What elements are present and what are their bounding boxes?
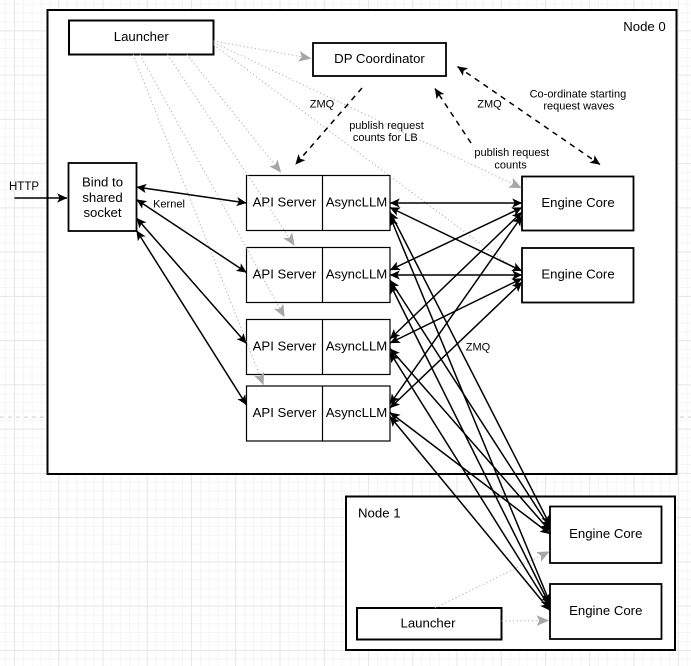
svg-text:HTTP: HTTP [9, 181, 39, 193]
svg-text:AsyncLLM: AsyncLLM [326, 405, 388, 420]
svg-text:AsyncLLM: AsyncLLM [326, 194, 388, 209]
svg-text:Engine Core: Engine Core [569, 526, 642, 541]
svg-text:API Server: API Server [253, 338, 317, 353]
svg-text:Engine Core: Engine Core [541, 266, 614, 281]
svg-text:shared: shared [82, 190, 122, 205]
svg-text:ZMQ: ZMQ [310, 98, 335, 110]
svg-text:ZMQ: ZMQ [477, 98, 502, 110]
svg-text:Co-ordinate starting: Co-ordinate starting [530, 88, 627, 100]
svg-text:counts for LB: counts for LB [353, 132, 418, 144]
svg-text:Bind to: Bind to [82, 175, 123, 190]
svg-text:AsyncLLM: AsyncLLM [326, 338, 388, 353]
svg-text:Launcher: Launcher [401, 615, 457, 630]
svg-text:request waves: request waves [543, 101, 614, 113]
svg-text:Node 0: Node 0 [623, 19, 666, 34]
svg-text:Engine Core: Engine Core [569, 603, 642, 618]
svg-text:Engine Core: Engine Core [541, 195, 614, 210]
svg-text:ZMQ: ZMQ [466, 342, 491, 354]
svg-text:publish request: publish request [349, 120, 424, 132]
svg-text:API Server: API Server [253, 266, 317, 281]
svg-text:publish request: publish request [474, 147, 549, 159]
svg-text:DP Coordinator: DP Coordinator [334, 51, 425, 66]
svg-text:AsyncLLM: AsyncLLM [326, 266, 388, 281]
svg-text:API Server: API Server [253, 405, 317, 420]
svg-text:Kernel: Kernel [153, 199, 185, 211]
svg-text:Launcher: Launcher [114, 29, 170, 44]
svg-text:socket: socket [83, 205, 121, 220]
svg-text:Node 1: Node 1 [358, 506, 401, 521]
svg-text:counts: counts [494, 160, 527, 172]
svg-text:API Server: API Server [253, 194, 317, 209]
